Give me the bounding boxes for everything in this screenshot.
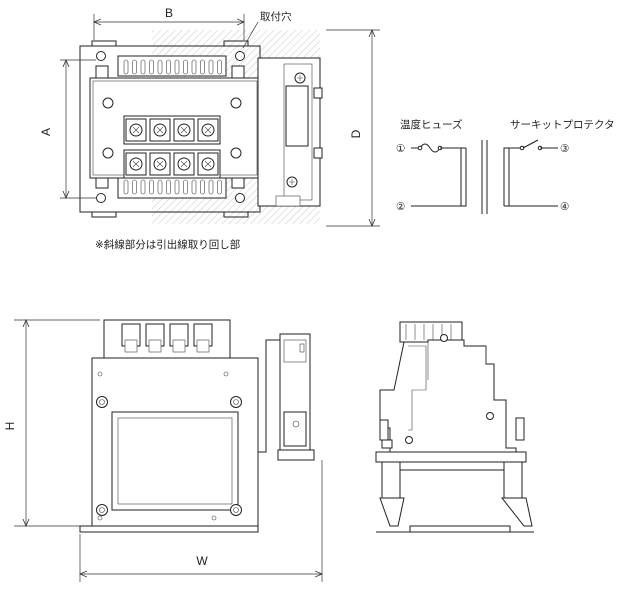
fin (149, 179, 154, 195)
circuit-protector-label: サーキットプロテクタ (510, 119, 615, 131)
fin (166, 59, 171, 75)
front-protector-module (277, 333, 315, 461)
screw-slot (204, 160, 212, 168)
corner-screw (230, 147, 242, 159)
front-coil-inner (117, 417, 233, 505)
screw-slot (180, 160, 188, 168)
transformer-core-symbol (481, 140, 488, 214)
side-view (375, 321, 534, 533)
fin (132, 59, 137, 75)
fin (174, 179, 180, 195)
top-view: B 取付穴 A D ※斜線部分は引出線取り回し部 (39, 6, 380, 251)
secondary-winding (503, 139, 558, 207)
fin (123, 59, 129, 75)
screw-slot (132, 126, 140, 134)
corner-screw (102, 147, 114, 159)
dimension-h-label: H (3, 422, 17, 431)
corner-screw (230, 97, 242, 109)
primary-winding (411, 143, 467, 207)
fin (191, 179, 197, 195)
thermal-fuse-symbol (419, 143, 441, 153)
front-screw (230, 504, 242, 516)
cooling-fins-bottom (117, 177, 227, 199)
fin (123, 179, 129, 195)
front-view: H W (3, 320, 322, 582)
fin (166, 179, 171, 195)
screw-slot (204, 126, 212, 134)
side-base-cap (375, 451, 527, 463)
side-hole (440, 334, 448, 342)
mounting-hole-leader (242, 21, 259, 49)
screw-slot (132, 160, 140, 168)
front-coil-outer (111, 411, 239, 511)
dimension-b-label: B (165, 6, 173, 20)
top-slot-tab (223, 212, 249, 218)
circuit-diagram: 温度ヒューズ サーキットプロテクタ ① ② ③ ④ (396, 118, 615, 214)
fin (174, 59, 180, 75)
front-terminal-clamp (172, 339, 186, 353)
fin (200, 179, 205, 195)
fin (217, 59, 222, 75)
stud (95, 65, 109, 79)
side-body-outline (379, 339, 517, 471)
front-screw (96, 504, 108, 516)
top-protector-module (257, 57, 323, 207)
side-hole (486, 412, 494, 420)
side-terminal-cover (399, 321, 463, 343)
thermal-fuse-label: 温度ヒューズ (400, 118, 462, 131)
side-hole (405, 436, 413, 444)
terminal-2-label: ② (396, 201, 405, 213)
front-terminal-clamp (148, 339, 162, 353)
front-screw (230, 396, 242, 408)
front-screw (96, 396, 108, 408)
screw-slot (156, 126, 164, 134)
hatch-area-note: ※斜線部分は引出線取り回し部 (95, 238, 240, 251)
screw-slot (156, 160, 164, 168)
fin (208, 59, 214, 75)
dimension-a-label: A (39, 128, 53, 136)
stud (231, 65, 245, 79)
mounting-hole (235, 193, 245, 203)
dimension-w-label: W (196, 554, 208, 568)
terminal-1-label: ① (396, 143, 405, 155)
fin (140, 59, 146, 75)
lead-wire (258, 339, 280, 453)
screw-slot (180, 126, 188, 134)
mounting-hole-label: 取付穴 (260, 10, 292, 23)
dimension-d-label: D (349, 129, 363, 138)
fin (191, 59, 197, 75)
top-slot-tab (91, 212, 117, 218)
mounting-hole (235, 51, 245, 61)
terminal-screws (125, 118, 219, 176)
cooling-fins-top (117, 55, 227, 77)
terminal-4-label: ④ (560, 201, 569, 213)
front-base-plate (79, 525, 259, 533)
fin (140, 179, 146, 195)
fin (183, 59, 188, 75)
fin (157, 59, 163, 75)
fin (132, 179, 137, 195)
side-mounting-legs (376, 461, 534, 533)
top-slot-tab (91, 40, 117, 46)
fin (157, 179, 163, 195)
front-terminal-clamp (124, 339, 138, 353)
corner-screw (102, 97, 114, 109)
fin (183, 179, 188, 195)
fin (200, 59, 205, 75)
fin (208, 179, 214, 195)
mounting-hole (96, 51, 106, 61)
terminal-3-label: ③ (560, 143, 569, 155)
fin (149, 59, 154, 75)
fin (217, 179, 222, 195)
top-slot-tab (223, 40, 249, 46)
circuit-protector-symbol (522, 139, 539, 149)
front-terminal-clamp (196, 339, 210, 353)
mounting-hole (96, 193, 106, 203)
